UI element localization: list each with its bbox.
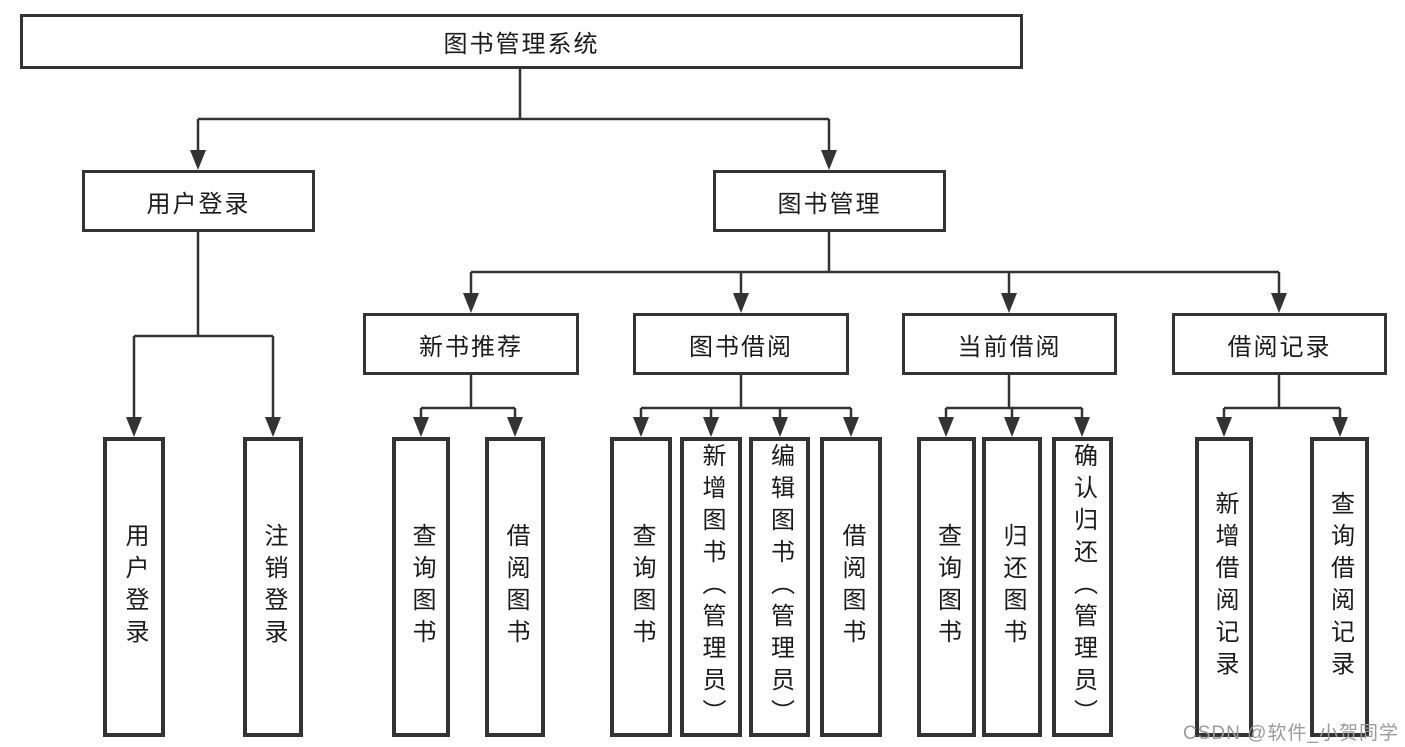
leaf-borrow-books-rec: 借阅图书: [485, 437, 545, 737]
leaf-add-borrow-record: 新增借阅记录: [1195, 437, 1253, 737]
leaf-logout: 注销登录: [243, 437, 303, 737]
leaf-query-books-borrow: 查询图书: [610, 437, 672, 737]
leaf-add-books-admin: 新增图书（管理员）: [680, 437, 742, 737]
leaf-return-books: 归还图书: [982, 437, 1042, 737]
node-user-login: 用户登录: [82, 170, 315, 232]
leaf-borrow-books: 借阅图书: [820, 437, 882, 737]
node-book-borrowing: 图书借阅: [633, 313, 849, 375]
leaf-edit-books-admin: 编辑图书（管理员）: [749, 437, 810, 737]
leaf-query-borrow-record: 查询借阅记录: [1310, 437, 1369, 737]
node-new-book-recommendation: 新书推荐: [363, 313, 579, 375]
node-borrowing-records: 借阅记录: [1172, 313, 1387, 375]
node-book-management: 图书管理: [713, 170, 946, 232]
leaf-user-login: 用户登录: [103, 437, 165, 737]
node-root-library-system: 图书管理系统: [20, 14, 1023, 69]
leaf-query-books-current: 查询图书: [917, 437, 976, 737]
leaf-confirm-return-admin: 确认归还（管理员）: [1052, 437, 1113, 737]
leaf-query-books-rec: 查询图书: [392, 437, 450, 737]
node-current-borrowing: 当前借阅: [902, 313, 1117, 375]
csdn-watermark: CSDN @软件_小贺同学: [1183, 723, 1399, 744]
